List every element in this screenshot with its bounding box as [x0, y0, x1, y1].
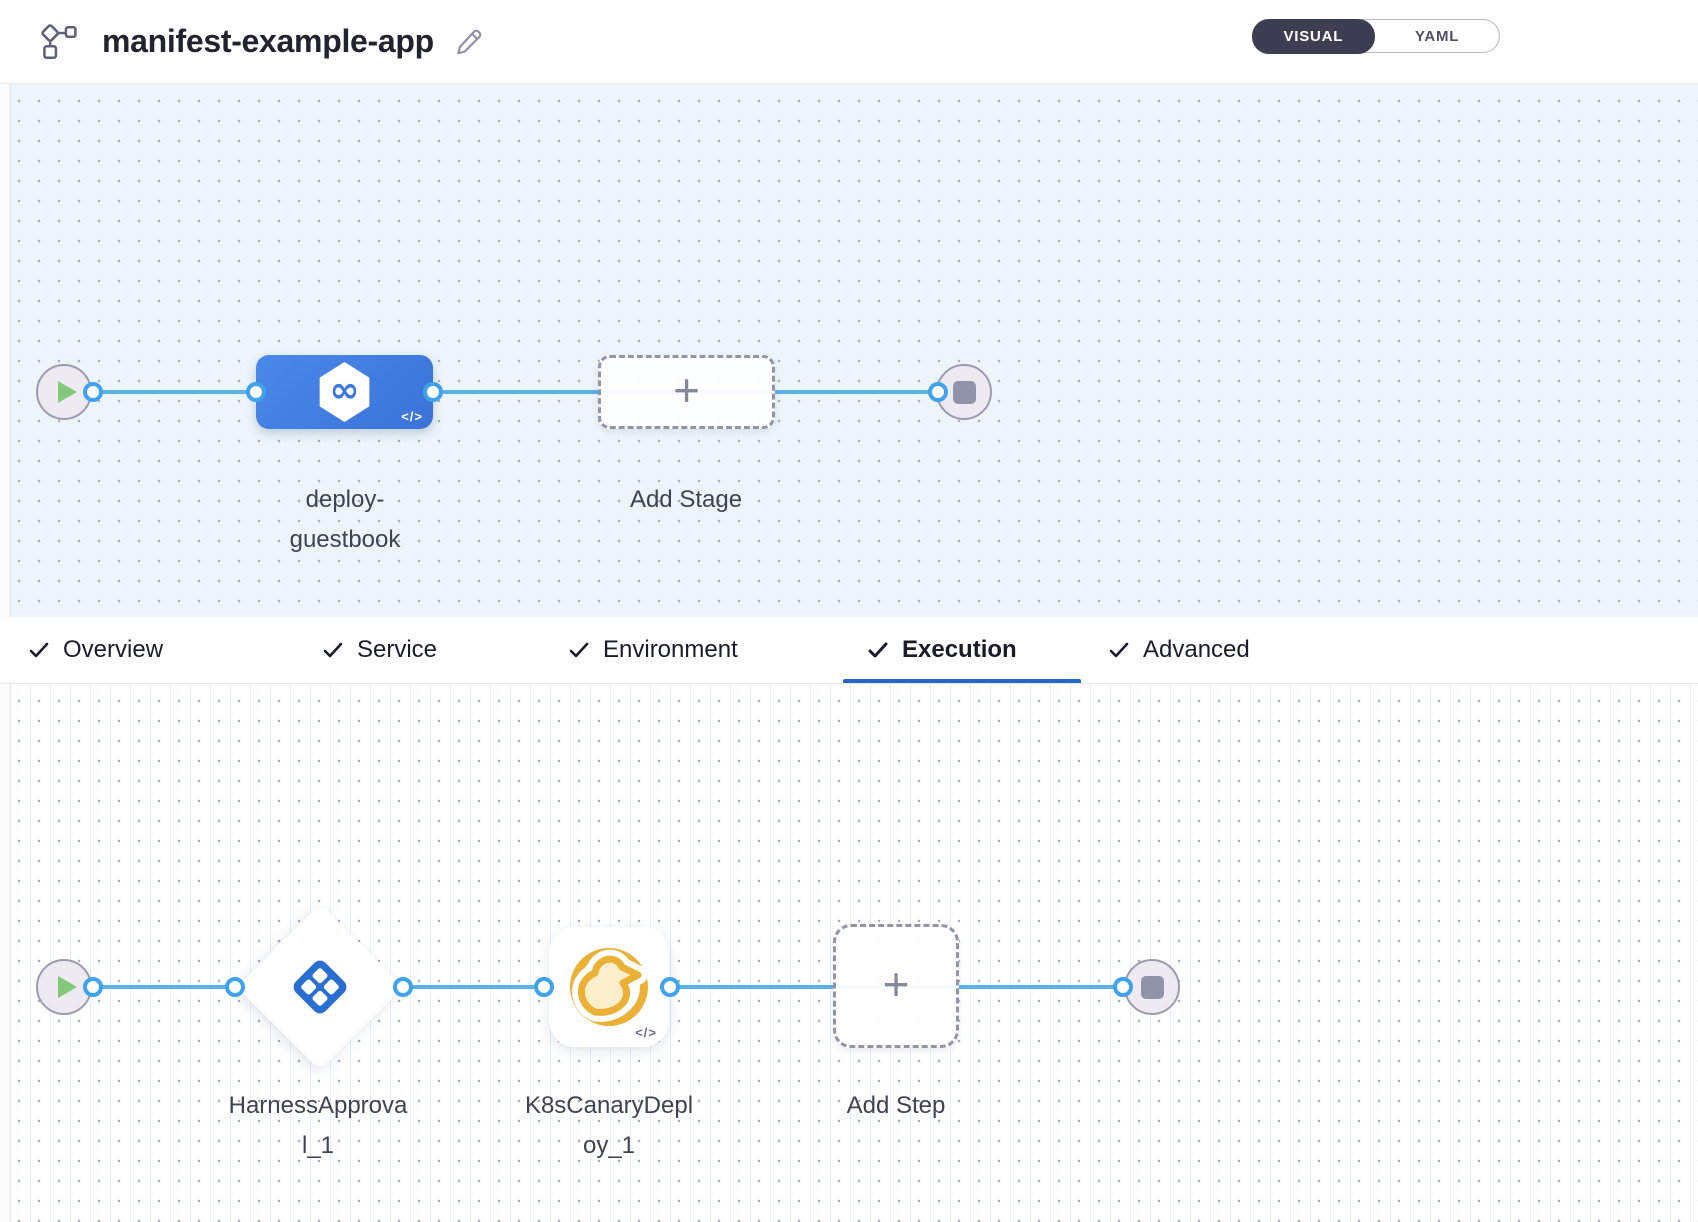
plus-icon: + — [673, 364, 700, 416]
stop-icon — [952, 380, 976, 404]
stop-icon — [1140, 975, 1164, 999]
tab-environment[interactable]: Environment — [567, 617, 738, 683]
code-toggle-icon[interactable]: </> — [635, 1025, 657, 1040]
canvas-left-gutter — [0, 84, 9, 617]
tab-label: Execution — [902, 636, 1017, 663]
connector-dot — [393, 977, 413, 997]
visual-yaml-toggle: VISUAL YAML — [1251, 18, 1500, 54]
connector-dot — [246, 382, 266, 402]
check-icon — [29, 642, 49, 658]
toggle-yaml-button[interactable]: YAML — [1375, 20, 1499, 52]
canvas-left-gutter — [0, 684, 9, 1222]
connector-dot — [83, 382, 103, 402]
tab-service[interactable]: Service — [321, 617, 437, 683]
add-step-button[interactable]: + — [833, 924, 959, 1048]
step-node-k8s-canary-deploy[interactable]: </> — [549, 927, 669, 1047]
pipeline-icon — [41, 23, 77, 59]
execution-start-node — [36, 959, 92, 1015]
plus-icon: + — [882, 958, 910, 1010]
tab-label: Advanced — [1143, 636, 1250, 663]
tab-advanced[interactable]: Advanced — [1107, 617, 1250, 683]
stage-link — [93, 390, 256, 394]
step-label-k8s-canary-deploy: K8sCanaryDeploy_1 — [524, 1092, 694, 1159]
stage-label-deploy-guestbook: deploy-guestbook — [289, 486, 401, 553]
tab-overview[interactable]: Overview — [27, 617, 163, 683]
page-title: manifest-example-app — [102, 23, 434, 59]
connector-dot — [1113, 977, 1133, 997]
toggle-visual-button[interactable]: VISUAL — [1251, 18, 1376, 54]
edit-pencil-icon[interactable] — [454, 27, 484, 57]
add-step-label: Add Step — [846, 1092, 946, 1119]
header: manifest-example-app VISUAL YAML — [0, 0, 1698, 84]
stage-tabbar: Overview Service Environment Execution A… — [0, 617, 1698, 684]
cd-hexagon-icon: ∞ — [319, 362, 370, 422]
tab-label: Overview — [63, 636, 164, 663]
active-tab-underline — [843, 679, 1081, 683]
step-link — [93, 985, 235, 989]
tab-label: Environment — [603, 636, 738, 663]
connector-dot — [928, 382, 948, 402]
check-icon — [323, 642, 343, 658]
connector-dot — [423, 382, 443, 402]
check-icon — [569, 642, 589, 658]
execution-canvas[interactable]: </> + HarnessApproval_1 K8sCanaryDeploy_… — [0, 684, 1698, 1222]
check-icon — [1109, 642, 1129, 658]
play-icon — [57, 381, 77, 403]
check-icon — [868, 642, 888, 658]
infinity-icon: ∞ — [329, 369, 360, 411]
play-icon — [57, 976, 77, 998]
pipeline-start-node — [36, 364, 92, 420]
stage-node-deploy-guestbook[interactable]: ∞ </> — [256, 355, 433, 429]
connector-dot — [534, 977, 554, 997]
tab-label: Service — [357, 636, 438, 663]
step-node-harness-approval[interactable] — [236, 903, 404, 1071]
code-toggle-icon[interactable]: </> — [401, 409, 423, 424]
connector-dot — [83, 977, 103, 997]
tab-execution[interactable]: Execution — [866, 617, 1017, 683]
step-label-harness-approval: HarnessApproval_1 — [228, 1092, 408, 1159]
connector-dot — [660, 977, 680, 997]
add-stage-label: Add Stage — [629, 486, 743, 513]
add-stage-button[interactable]: + — [598, 355, 775, 429]
connector-dot — [225, 977, 245, 997]
stage-canvas[interactable]: ∞ </> + deploy-guestbook Add Stage — [0, 84, 1698, 617]
step-link — [403, 985, 544, 989]
canary-bird-icon — [570, 948, 648, 1026]
